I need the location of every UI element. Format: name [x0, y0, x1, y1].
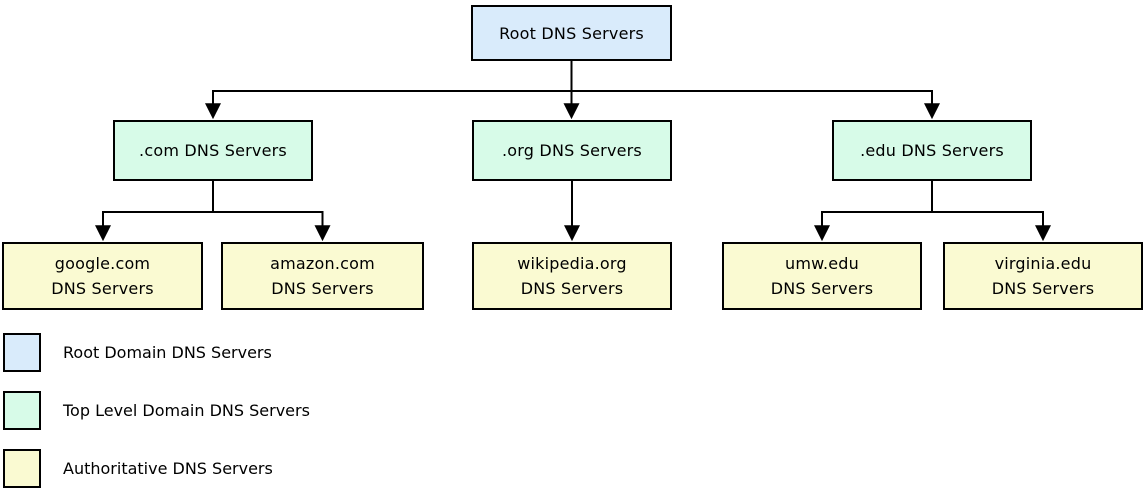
- node-google-dns-servers: google.com DNS Servers: [2, 242, 203, 310]
- node-root-dns-servers: Root DNS Servers: [471, 5, 672, 61]
- node-label-line2: DNS Servers: [770, 279, 874, 298]
- legend-swatch-root-domain: [3, 333, 41, 372]
- node-label-line2: DNS Servers: [520, 279, 624, 298]
- legend-swatch-authoritative: [3, 449, 41, 488]
- node-label: Root DNS Servers: [499, 23, 644, 43]
- node-label-line2: DNS Servers: [51, 279, 154, 298]
- node-com-dns-servers: .com DNS Servers: [113, 120, 313, 181]
- legend-item-authoritative: Authoritative DNS Servers: [3, 449, 273, 488]
- node-label-line2: DNS Servers: [991, 279, 1095, 298]
- legend-item-top-level-domain: Top Level Domain DNS Servers: [3, 391, 310, 430]
- node-edu-dns-servers: .edu DNS Servers: [832, 120, 1032, 181]
- node-amazon-dns-servers: amazon.com DNS Servers: [221, 242, 424, 310]
- node-label-line1: google.com: [54, 254, 151, 273]
- legend-label: Root Domain DNS Servers: [63, 343, 272, 362]
- node-label-line1: wikipedia.org: [517, 254, 627, 273]
- node-wikipedia-dns-servers: wikipedia.org DNS Servers: [472, 242, 672, 310]
- node-label: .edu DNS Servers: [860, 141, 1004, 160]
- legend-item-root-domain: Root Domain DNS Servers: [3, 333, 272, 372]
- node-label: .org DNS Servers: [502, 141, 642, 160]
- node-label: .com DNS Servers: [139, 141, 287, 160]
- node-org-dns-servers: .org DNS Servers: [472, 120, 672, 181]
- legend-label: Authoritative DNS Servers: [63, 459, 273, 478]
- node-label-line1: umw.edu: [785, 254, 859, 273]
- node-label-line2: DNS Servers: [271, 279, 374, 298]
- node-label-line1: amazon.com: [270, 254, 375, 273]
- node-label-line1: virginia.edu: [994, 254, 1092, 273]
- legend-label: Top Level Domain DNS Servers: [63, 401, 310, 420]
- node-umw-dns-servers: umw.edu DNS Servers: [722, 242, 922, 310]
- legend-swatch-top-level-domain: [3, 391, 41, 430]
- node-virginia-dns-servers: virginia.edu DNS Servers: [943, 242, 1143, 310]
